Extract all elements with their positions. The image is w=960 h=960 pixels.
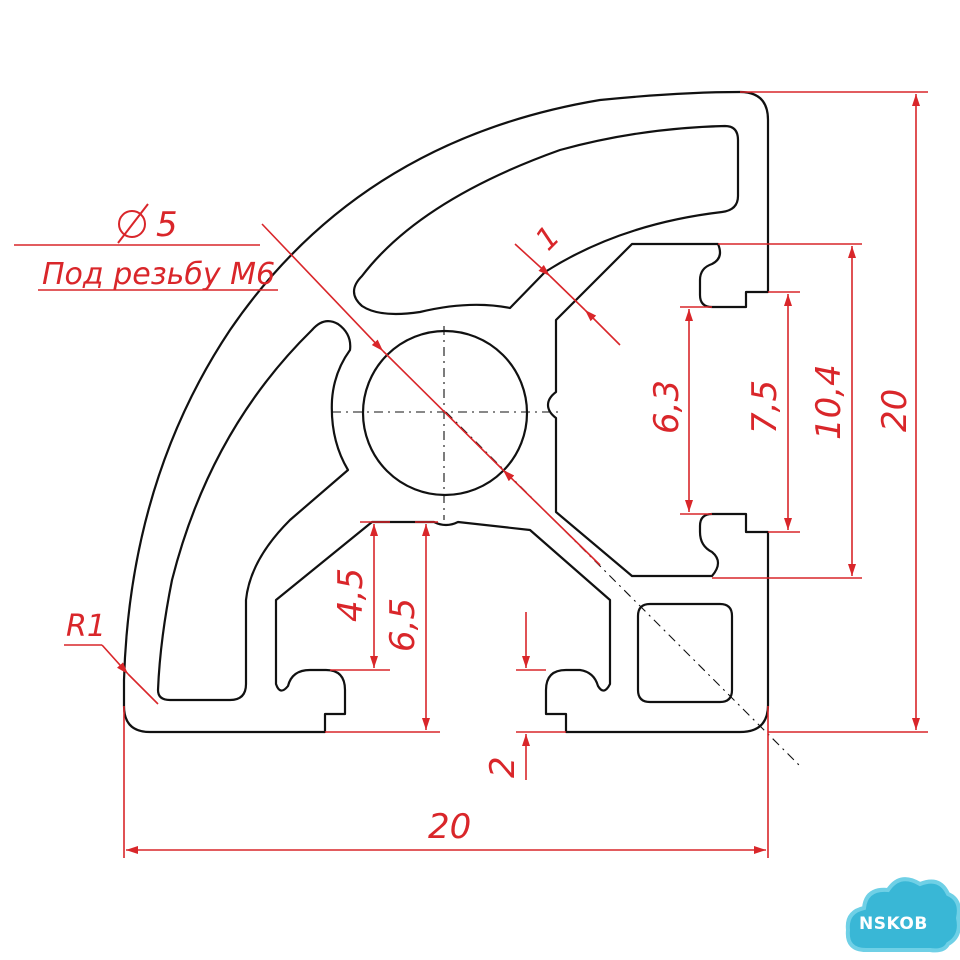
dimension-labels: 5 Под резьбу М6 R1 1 4,5 6,5 2 6,3 7,5 1…: [42, 203, 915, 847]
screw-hole: [361, 329, 529, 497]
slot-depth-6-5-label: 6,5: [383, 598, 423, 652]
wall-1-label: 1: [529, 219, 567, 257]
hole-diameter-label: 5: [156, 205, 178, 245]
dimensions: [14, 91, 928, 858]
profile-cavity-top: [352, 124, 740, 316]
cloud-logo-icon: [845, 877, 960, 953]
height-20-label: 20: [875, 389, 915, 432]
brand-logo: NSKOB: [845, 877, 960, 953]
slot-7-5-label: 7,5: [745, 380, 785, 434]
lip-2-label: 2: [483, 756, 523, 778]
diameter-symbol-icon: [117, 203, 149, 244]
profile-cavity-left: [156, 319, 352, 702]
radius-label: R1: [66, 609, 106, 644]
profile-cavity-square: [636, 602, 734, 704]
thread-note-label: Под резьбу М6: [42, 257, 275, 292]
width-20-label: 20: [428, 807, 471, 847]
slot-10-4-label: 10,4: [809, 364, 849, 440]
profile-outer-contour: [122, 90, 770, 734]
profile-outline: [122, 90, 770, 734]
slot-6-3-label: 6,3: [647, 380, 687, 434]
logo-text: NSKOB: [859, 914, 928, 934]
slot-depth-4-5-label: 4,5: [331, 568, 371, 622]
center-lines: [332, 326, 801, 767]
